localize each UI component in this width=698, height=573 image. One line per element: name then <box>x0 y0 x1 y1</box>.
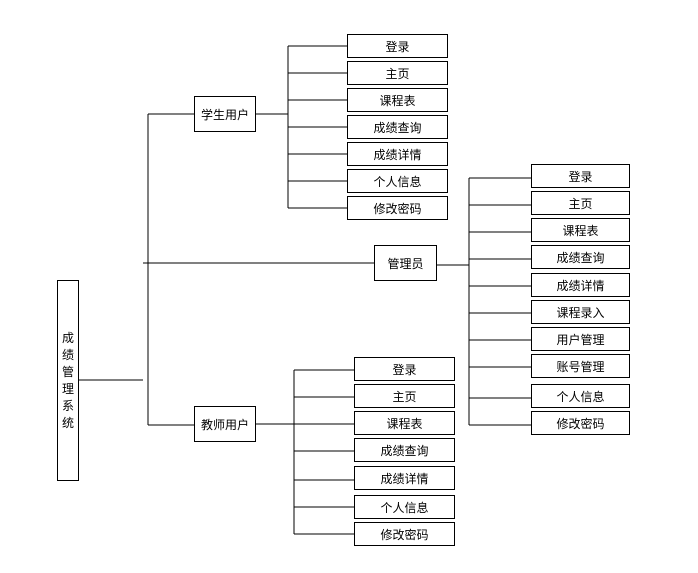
admin-item-change-password: 修改密码 <box>531 411 630 435</box>
group-node-student: 学生用户 <box>194 96 256 132</box>
admin-item-login: 登录 <box>531 164 630 188</box>
admin-item-user-management: 用户管理 <box>531 327 630 351</box>
root-char: 绩 <box>61 347 74 362</box>
group-node-admin: 管理员 <box>374 245 437 281</box>
root-char: 统 <box>61 415 74 430</box>
student-item-login: 登录 <box>347 34 448 58</box>
admin-item-account-management: 账号管理 <box>531 354 630 378</box>
teacher-item-grade-detail: 成绩详情 <box>354 466 455 490</box>
teacher-item-change-password: 修改密码 <box>354 522 455 546</box>
teacher-item-login: 登录 <box>354 357 455 381</box>
teacher-item-home: 主页 <box>354 384 455 408</box>
student-item-profile: 个人信息 <box>347 169 448 193</box>
student-item-change-password: 修改密码 <box>347 196 448 220</box>
student-item-grade-query: 成绩查询 <box>347 115 448 139</box>
group-node-teacher: 教师用户 <box>194 406 256 442</box>
root-char: 系 <box>61 398 74 413</box>
teacher-item-grade-query: 成绩查询 <box>354 438 455 462</box>
student-item-schedule: 课程表 <box>347 88 448 112</box>
teacher-item-profile: 个人信息 <box>354 495 455 519</box>
admin-item-schedule: 课程表 <box>531 218 630 242</box>
root-node: 成 绩 管 理 系 统 <box>57 280 79 481</box>
admin-item-grade-query: 成绩查询 <box>531 245 630 269</box>
admin-item-home: 主页 <box>531 191 630 215</box>
admin-item-grade-detail: 成绩详情 <box>531 273 630 297</box>
root-char: 成 <box>61 330 74 345</box>
root-char: 管 <box>61 364 74 379</box>
admin-item-course-entry: 课程录入 <box>531 300 630 324</box>
root-char: 理 <box>61 381 74 396</box>
teacher-item-schedule: 课程表 <box>354 411 455 435</box>
admin-item-profile: 个人信息 <box>531 384 630 408</box>
student-item-home: 主页 <box>347 61 448 85</box>
student-item-grade-detail: 成绩详情 <box>347 142 448 166</box>
